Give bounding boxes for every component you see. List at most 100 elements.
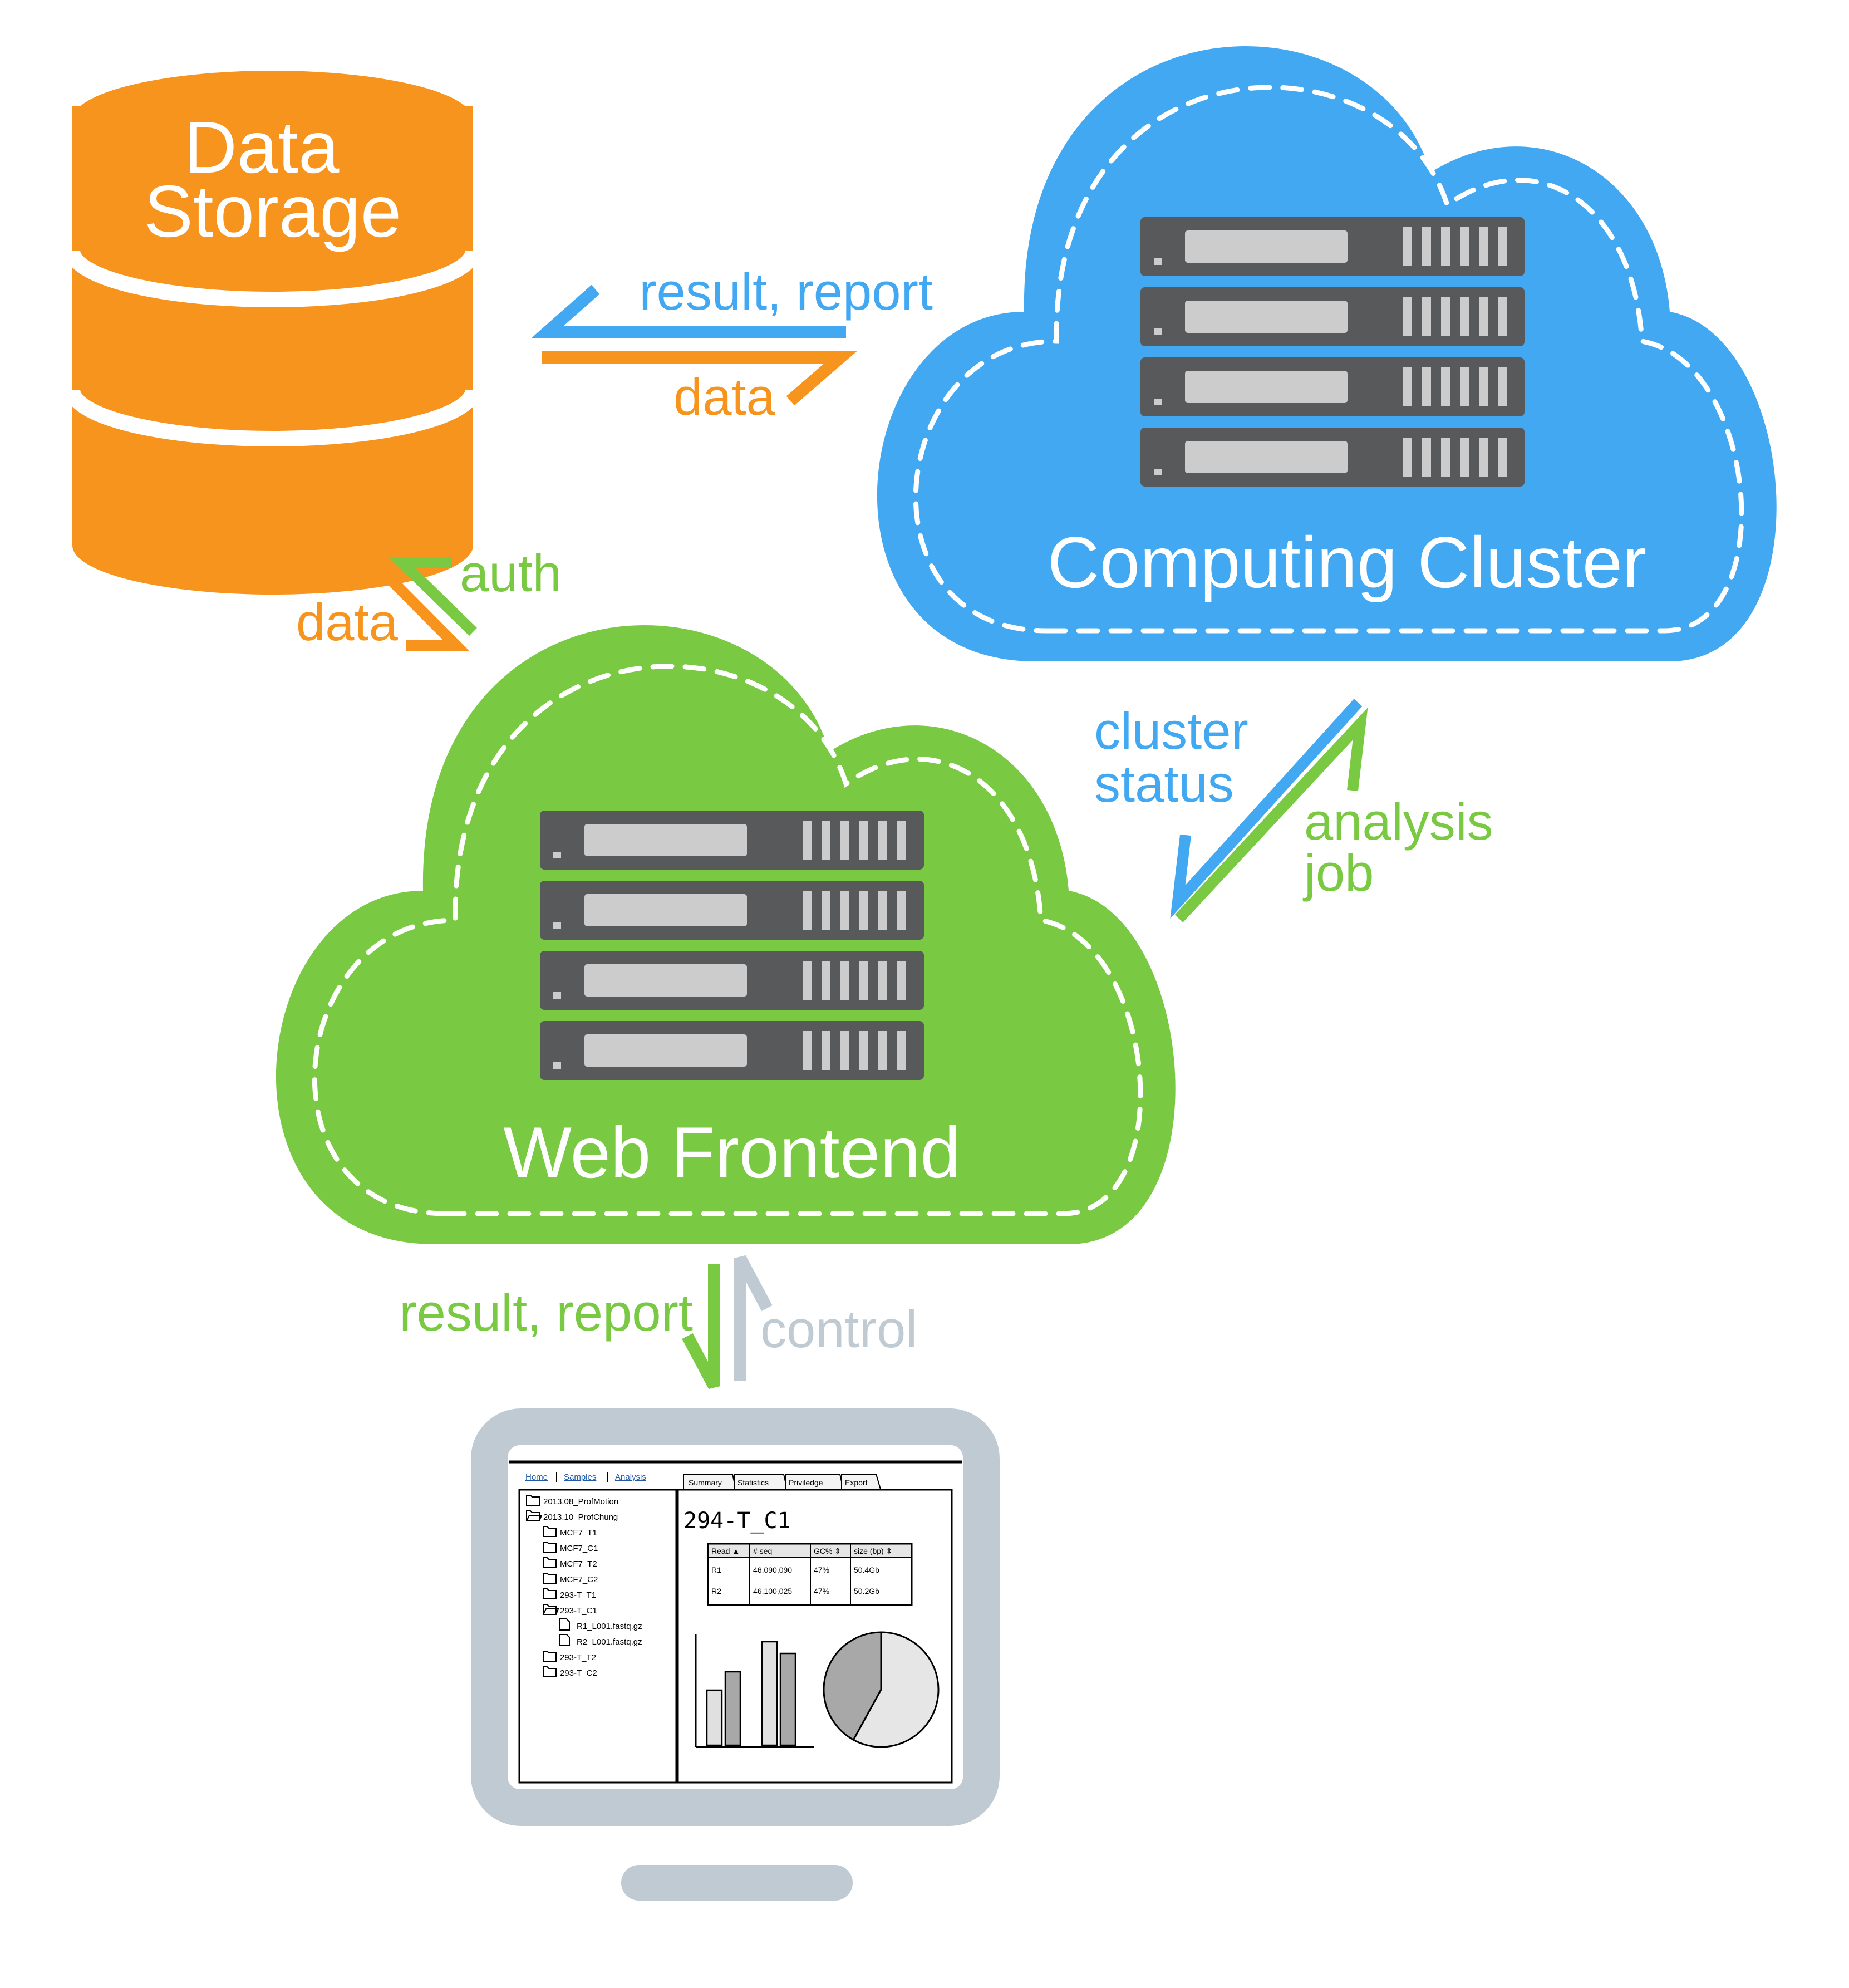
table-cell: R2 — [711, 1587, 721, 1596]
edge-label-auth: auth — [460, 544, 562, 602]
edge-label-control: control — [760, 1300, 917, 1358]
nav-link-samples[interactable]: Samples — [564, 1472, 596, 1482]
arrow-control-to-frontend — [734, 1255, 773, 1381]
tree-item[interactable]: 293-T_T1 — [543, 1588, 596, 1600]
arrow-result-to-storage — [531, 284, 846, 338]
table-cell: 46,090,090 — [753, 1565, 792, 1574]
tree-item-label: 2013.10_ProfChung — [543, 1513, 618, 1522]
app-screen-mockup: Home Samples Analysis Summary Statistics… — [509, 1460, 962, 1784]
tree-item-label: 293-T_T1 — [560, 1591, 596, 1600]
folder-icon — [543, 1588, 557, 1599]
tree-item[interactable]: 2013.10_ProfChung — [526, 1510, 618, 1522]
tree-item-label: 293-T_C2 — [560, 1668, 597, 1678]
edge-storage-frontend: auth data — [296, 544, 562, 651]
folder-icon — [543, 1573, 557, 1584]
tab-statistics-label: Statistics — [737, 1478, 769, 1487]
data-storage-label-line2: Storage — [144, 170, 401, 252]
tab-export[interactable]: Export — [841, 1474, 881, 1490]
tree-item[interactable]: R1_L001.fastq.gz — [559, 1618, 642, 1631]
tree-item[interactable]: MCF7_C1 — [543, 1542, 598, 1553]
web-frontend-node: Web Frontend — [276, 625, 1176, 1244]
folder-icon — [543, 1557, 557, 1568]
file-icon — [559, 1634, 570, 1646]
table-header-cell[interactable]: GC% ⇕ — [814, 1547, 841, 1555]
edge-label-cluster: cluster — [1094, 701, 1248, 760]
table-header-cell[interactable]: size (bp) ⇕ — [854, 1547, 892, 1555]
folder-icon — [543, 1542, 557, 1553]
tab-summary[interactable]: Summary — [683, 1474, 736, 1490]
tab-statistics[interactable]: Statistics — [734, 1474, 788, 1490]
tree-panel — [518, 1489, 677, 1784]
nav-link-home[interactable]: Home — [525, 1472, 548, 1482]
edge-label-analysis: analysis — [1304, 792, 1493, 851]
tree-item[interactable]: MCF7_C2 — [543, 1573, 598, 1584]
table-header-cell[interactable]: # seq — [753, 1547, 772, 1555]
database-icon — [65, 71, 481, 595]
edge-frontend-client: result, report control — [399, 1255, 917, 1390]
tree-item[interactable]: 293-T_T2 — [543, 1651, 596, 1662]
folder-icon — [543, 1666, 557, 1677]
arrow-data-to-cluster — [542, 351, 857, 406]
edge-cluster-frontend: cluster status analysis job — [1094, 699, 1493, 922]
bar-mark — [706, 1689, 723, 1746]
computing-cluster-node: Computing Cluster — [877, 46, 1777, 662]
edge-label-status: status — [1094, 754, 1234, 813]
cluster-cloud-dashes — [913, 85, 1744, 634]
folder-open-icon — [526, 1510, 543, 1521]
table-cell: 50.4Gb — [854, 1565, 879, 1574]
table-cell: 47% — [814, 1587, 829, 1596]
file-tree: 2013.08_ProfMotion 2013.10_ProfChungMCF7_… — [526, 1495, 642, 1678]
edge-label-data-top: data — [673, 367, 776, 426]
edge-label-data-left: data — [296, 593, 399, 651]
tree-item-label: MCF7_C1 — [560, 1544, 598, 1553]
tree-item[interactable]: 293-T_C1 — [543, 1604, 597, 1616]
table-header-cell[interactable]: Read ▲ — [711, 1547, 740, 1555]
tree-item[interactable]: R2_L001.fastq.gz — [559, 1634, 642, 1647]
bar-mark — [761, 1641, 778, 1746]
tree-item-label: 2013.08_ProfMotion — [543, 1497, 618, 1506]
tree-item[interactable]: 2013.08_ProfMotion — [526, 1495, 618, 1506]
sample-title: 294-T_C1 — [683, 1508, 791, 1534]
mini-bar-chart — [695, 1634, 814, 1748]
edge-label-result-report-top: result, report — [639, 262, 933, 321]
tree-item-label: R2_L001.fastq.gz — [577, 1637, 642, 1647]
pie-slice — [823, 1631, 882, 1741]
pie-slice — [852, 1631, 940, 1748]
table-cell: 46,100,025 — [753, 1587, 792, 1596]
tree-item[interactable]: 293-T_C2 — [543, 1666, 597, 1678]
folder-open-icon — [543, 1604, 559, 1615]
nav-link-analysis[interactable]: Analysis — [615, 1472, 646, 1482]
tab-priviledge-label: Priviledge — [789, 1478, 823, 1487]
client-node: Home Samples Analysis Summary Statistics… — [471, 1408, 1000, 1901]
data-storage-node: Data Storage — [65, 71, 481, 595]
tab-summary-label: Summary — [689, 1478, 722, 1487]
edge-storage-cluster: result, report data — [531, 262, 933, 426]
tab-priviledge[interactable]: Priviledge — [785, 1474, 844, 1490]
tree-item-label: MCF7_T1 — [560, 1528, 597, 1538]
arrow-analysis-job-to-cluster — [1174, 707, 1368, 922]
arrow-auth-to-storage — [388, 557, 477, 636]
arrow-cluster-status-to-frontend — [1170, 699, 1363, 919]
table-cell: R1 — [711, 1565, 721, 1574]
arrow-data-to-frontend — [376, 565, 470, 651]
edge-label-result-report-bottom: result, report — [399, 1283, 693, 1342]
tree-item-label: MCF7_T2 — [560, 1559, 597, 1569]
bar-mark — [779, 1652, 796, 1746]
table-cell: 50.2Gb — [854, 1587, 879, 1596]
stats-table: Read ▲ # seq GC% ⇕ size (bp) ⇕ R1 46,090,090 4… — [707, 1543, 913, 1606]
tree-item[interactable]: MCF7_T1 — [543, 1526, 597, 1538]
tree-item-label: 293-T_C1 — [560, 1606, 597, 1616]
folder-icon — [543, 1526, 557, 1537]
folder-icon — [543, 1651, 557, 1662]
tree-item[interactable]: MCF7_T2 — [543, 1557, 597, 1569]
table-cell: 47% — [814, 1565, 829, 1574]
frontend-cloud-dashes — [312, 664, 1143, 1216]
web-frontend-label: Web Frontend — [503, 1112, 960, 1193]
data-storage-label-line1: Data — [184, 106, 340, 188]
bar-mark — [724, 1671, 741, 1746]
arrow-result-to-client — [682, 1264, 720, 1390]
detail-panel — [677, 1489, 953, 1784]
tree-item-label: 293-T_T2 — [560, 1653, 596, 1662]
computing-cluster-label: Computing Cluster — [1048, 522, 1647, 603]
